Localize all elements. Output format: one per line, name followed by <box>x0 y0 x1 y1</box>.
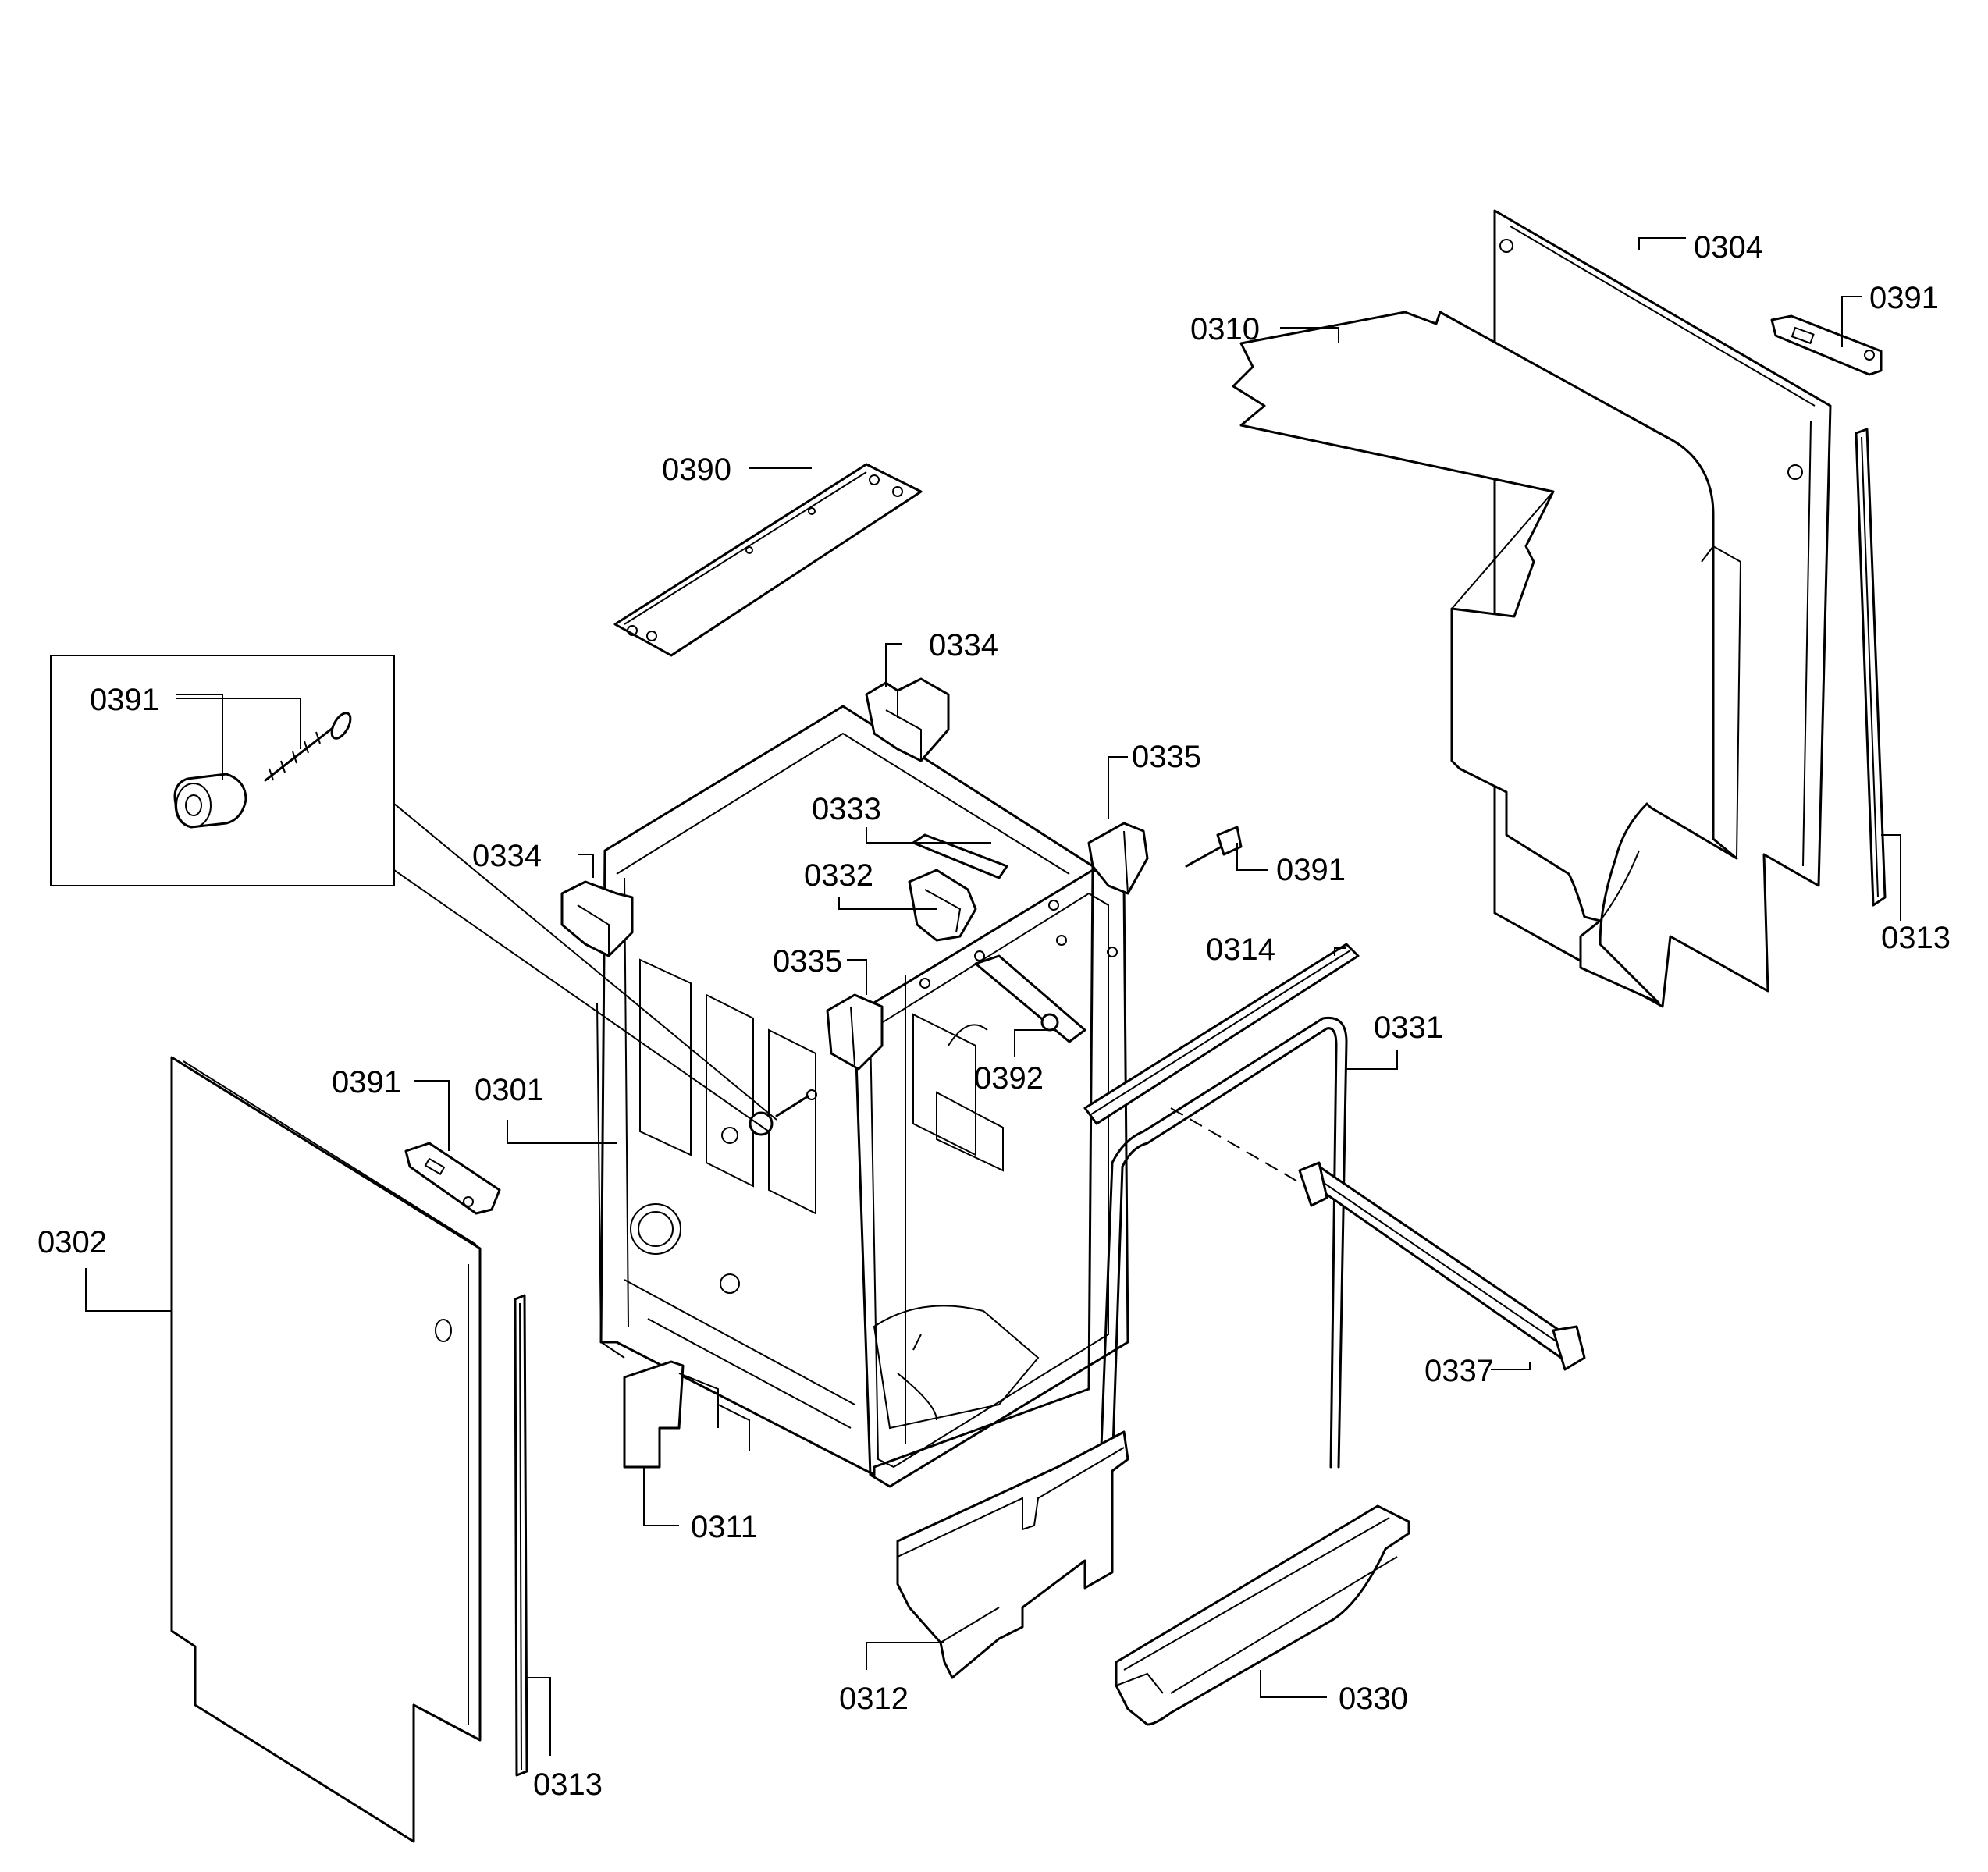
callout-0391-left: 0391 <box>332 1065 401 1099</box>
part-base-0330 <box>1115 1504 1410 1726</box>
part-bracket-0335-center <box>826 993 884 1071</box>
part-bracket-0335-right <box>1087 822 1149 895</box>
part-top-mounting-plate <box>613 463 923 657</box>
part-hinge-rail <box>948 954 1086 1046</box>
callout-0301: 0301 <box>475 1073 544 1107</box>
callout-0390: 0390 <box>662 453 731 487</box>
part-side-panel-left <box>170 1056 482 1843</box>
part-insulation-mat <box>1232 311 1742 1004</box>
part-hinge-bracket-left <box>560 880 634 957</box>
part-bar-0337 <box>1298 1161 1586 1371</box>
part-edge-strip-left <box>514 1294 528 1777</box>
callout-0334-top: 0334 <box>929 628 998 662</box>
callout-0391-mid: 0391 <box>1276 853 1346 887</box>
callout-0335-right: 0335 <box>1132 740 1201 774</box>
part-hinge-bracket-top <box>865 677 950 762</box>
part-foot-0311 <box>623 1360 750 1469</box>
callout-0302: 0302 <box>37 1225 107 1259</box>
callout-0392: 0392 <box>974 1061 1044 1096</box>
part-latch-0332 <box>908 869 977 942</box>
callout-0310: 0310 <box>1190 312 1260 346</box>
part-door-frame <box>853 869 1129 1488</box>
callout-0391-inset: 0391 <box>90 683 159 717</box>
part-bracket-top-right <box>1770 314 1883 376</box>
callout-0337: 0337 <box>1424 1354 1494 1388</box>
callout-0332: 0332 <box>804 858 873 893</box>
part-edge-strip-right <box>1855 428 1887 907</box>
callout-0391-top-right: 0391 <box>1869 281 1939 315</box>
callout-0314: 0314 <box>1206 932 1275 967</box>
part-latch-0333 <box>912 833 1008 879</box>
leader-lines <box>85 237 1901 1756</box>
callout-0304: 0304 <box>1694 230 1763 265</box>
callout-0330: 0330 <box>1339 1682 1408 1716</box>
callout-0313-right: 0313 <box>1881 921 1951 955</box>
callout-0333: 0333 <box>812 792 881 826</box>
callout-0311: 0311 <box>691 1510 758 1544</box>
callout-0331: 0331 <box>1374 1011 1443 1045</box>
callout-0313-left: 0313 <box>533 1767 603 1802</box>
part-bracket-left <box>404 1142 501 1215</box>
callout-0334-left: 0334 <box>472 839 542 873</box>
part-door-seal <box>1099 1016 1348 1472</box>
part-screw-mid <box>1185 826 1243 868</box>
callout-labels: 0304 0391 0310 0390 0334 0391 0335 0333 … <box>37 230 1951 1802</box>
part-insulation-0312 <box>896 1430 1129 1679</box>
callout-0335-center: 0335 <box>773 944 842 979</box>
part-rail-0314 <box>1083 943 1360 1125</box>
callout-0312: 0312 <box>839 1682 909 1716</box>
